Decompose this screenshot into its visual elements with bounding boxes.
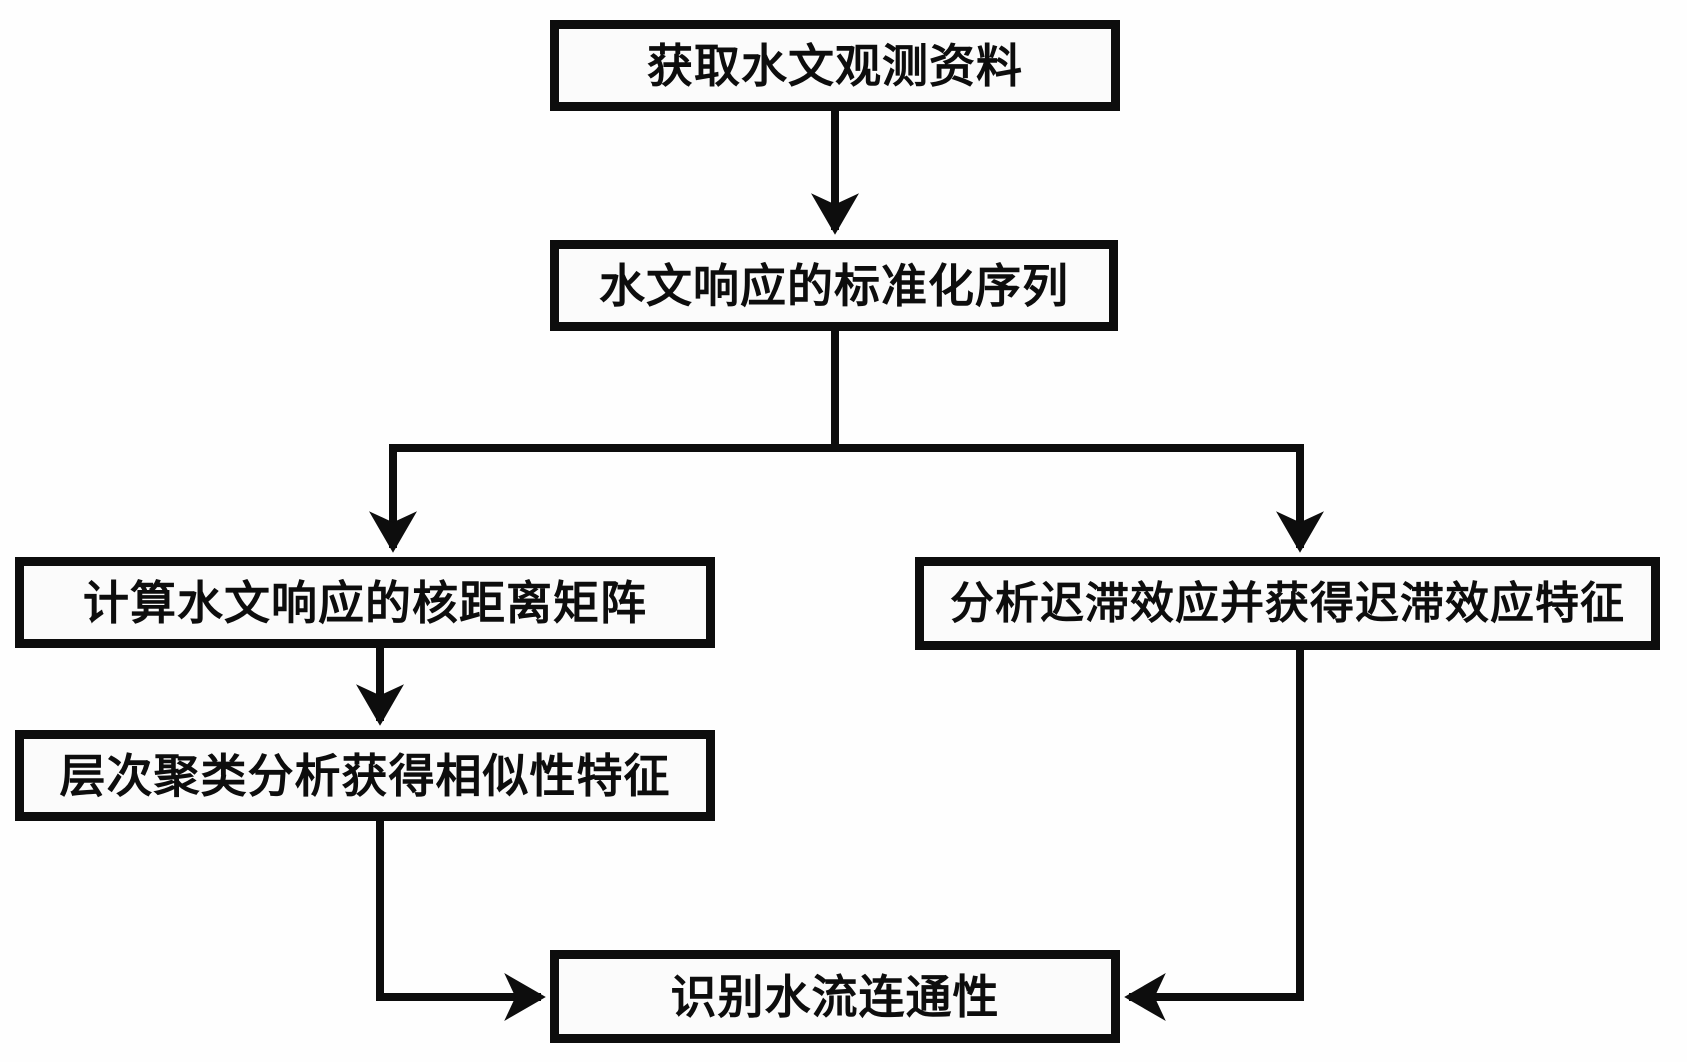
node-standardize-series: 水文响应的标准化序列 — [550, 240, 1118, 331]
node-hysteresis-feature: 分析迟滞效应并获得迟滞效应特征 — [915, 557, 1660, 650]
node-kernel-distance: 计算水文响应的核距离矩阵 — [15, 557, 715, 648]
node-hysteresis-feature-label: 分析迟滞效应并获得迟滞效应特征 — [950, 577, 1625, 629]
node-identify-connectivity: 识别水流连通性 — [550, 950, 1120, 1043]
node-obtain-data: 获取水文观测资料 — [550, 20, 1120, 111]
node-obtain-data-label: 获取水文观测资料 — [647, 38, 1023, 93]
node-kernel-distance-label: 计算水文响应的核距离矩阵 — [83, 575, 647, 630]
node-cluster-similarity-label: 层次聚类分析获得相似性特征 — [59, 748, 671, 803]
node-identify-connectivity-label: 识别水流连通性 — [670, 969, 1000, 1024]
node-standardize-series-label: 水文响应的标准化序列 — [599, 258, 1069, 313]
node-cluster-similarity: 层次聚类分析获得相似性特征 — [15, 730, 715, 821]
